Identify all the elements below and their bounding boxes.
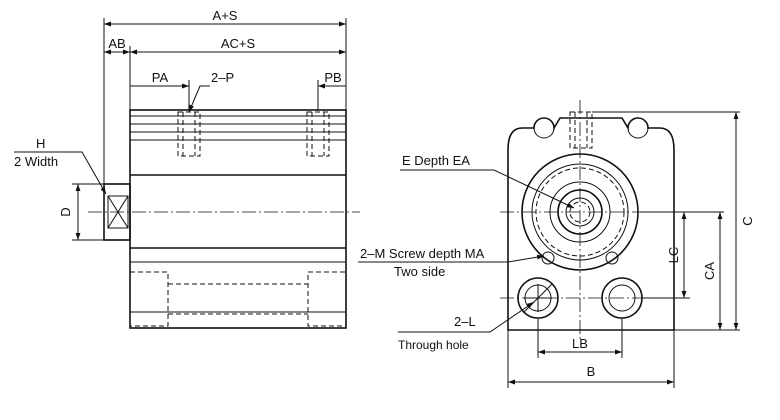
dim-lb: LB bbox=[572, 336, 588, 351]
end-body-outline bbox=[507, 117, 675, 331]
dim-2-width: 2 Width bbox=[14, 154, 58, 169]
cylinder-body-outline bbox=[129, 109, 347, 329]
side-view: A+S AB AC+S PA 2–P PB H 2 Width D bbox=[14, 8, 360, 329]
dim-lc: LC bbox=[666, 247, 681, 264]
mounting-holes-hidden bbox=[129, 271, 347, 327]
dim-pb: PB bbox=[324, 70, 341, 85]
callout-two-side: Two side bbox=[394, 264, 445, 279]
dim-d: D bbox=[58, 207, 73, 216]
dim-2-p: 2–P bbox=[211, 70, 234, 85]
end-view: LC CA C LB B E Depth EA 2–M Screw depth … bbox=[358, 100, 755, 388]
callout-2-l: 2–L bbox=[454, 314, 476, 329]
port-pa-hidden bbox=[177, 111, 201, 157]
callout-through-hole: Through hole bbox=[398, 338, 469, 352]
dim-ab: AB bbox=[108, 36, 125, 51]
dim-ca: CA bbox=[702, 262, 717, 280]
callout-e-depth-ea: E Depth EA bbox=[402, 153, 470, 168]
callout-2-m-screw: 2–M Screw depth MA bbox=[360, 246, 485, 261]
dim-c: C bbox=[740, 216, 755, 225]
end-port-hidden bbox=[569, 111, 593, 149]
dim-pa: PA bbox=[152, 70, 169, 85]
dim-ac-plus-s: AC+S bbox=[221, 36, 256, 51]
port-pb-hidden bbox=[306, 111, 330, 157]
dim-a-plus-s: A+S bbox=[213, 8, 238, 23]
m-screw-hole-right bbox=[605, 251, 619, 265]
dim-b: B bbox=[587, 364, 596, 379]
dim-h: H bbox=[36, 136, 45, 151]
